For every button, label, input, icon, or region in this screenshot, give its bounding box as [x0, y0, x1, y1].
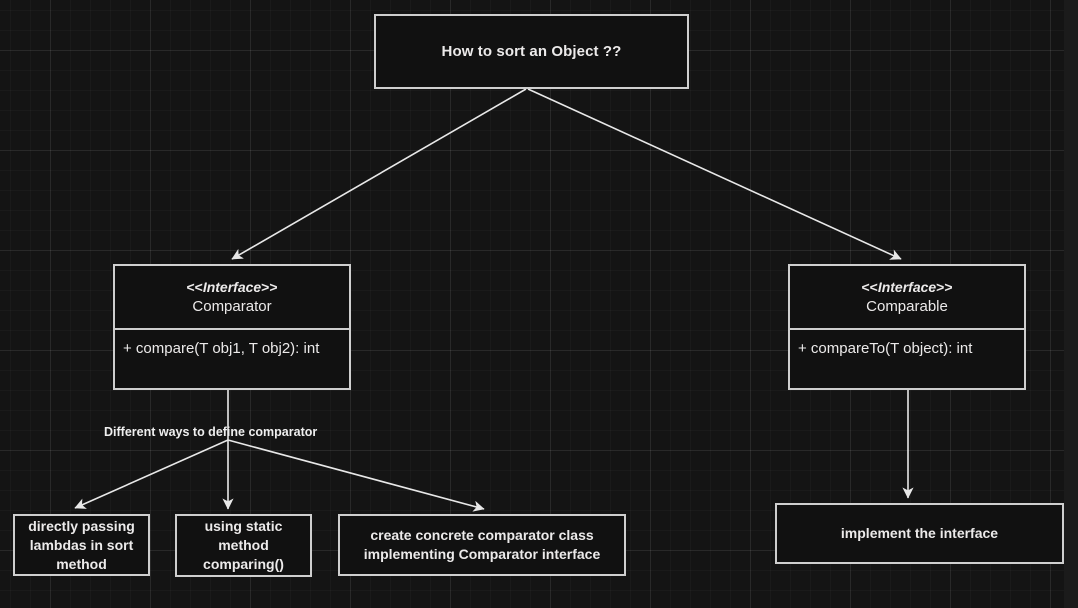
node-lambdas-label: directly passing lambdas in sort method	[28, 517, 135, 572]
node-using-static-method-comparing[interactable]: using static method comparing()	[175, 514, 312, 577]
comparator-methods: + compare(T obj1, T obj2): int	[115, 330, 349, 388]
node-implement-the-interface[interactable]: implement the interface	[775, 503, 1064, 564]
comparable-stereotype-open: <<	[861, 278, 878, 295]
node-concrete-label: create concrete comparator class impleme…	[363, 527, 601, 562]
comparator-method-compare: + compare(T obj1, T obj2): int	[123, 340, 320, 357]
comparable-header: <<Interface>> Comparable	[790, 266, 1024, 330]
node-comparable-interface[interactable]: <<Interface>> Comparable + compareTo(T o…	[788, 264, 1026, 390]
comparable-stereotype: <<Interface>>	[861, 278, 952, 297]
comparator-stereotype-word: Interface	[202, 278, 262, 295]
node-comparing-label: using static method comparing()	[203, 518, 284, 572]
comparator-name: Comparator	[192, 297, 272, 315]
comparator-stereotype-open: <<	[186, 278, 203, 295]
node-create-concrete-comparator-class[interactable]: create concrete comparator class impleme…	[338, 514, 626, 576]
comparable-stereotype-close: >>	[936, 278, 953, 295]
comparable-name: Comparable	[866, 297, 948, 315]
canvas-edge-strip	[1064, 0, 1078, 608]
node-implement-label: implement the interface	[840, 525, 999, 541]
comparator-stereotype: <<Interface>>	[186, 278, 277, 297]
comparable-method-compareto: + compareTo(T object): int	[798, 340, 973, 357]
node-root-label: How to sort an Object ??	[441, 43, 622, 60]
comparator-header: <<Interface>> Comparator	[115, 266, 349, 330]
comparable-methods: + compareTo(T object): int	[790, 330, 1024, 388]
comparator-stereotype-close: >>	[261, 278, 278, 295]
node-root-question[interactable]: How to sort an Object ??	[374, 14, 689, 89]
edge-label-different-ways: Different ways to define comparator	[104, 425, 318, 439]
comparable-stereotype-word: Interface	[877, 278, 937, 295]
node-comparator-interface[interactable]: <<Interface>> Comparator + compare(T obj…	[113, 264, 351, 390]
node-directly-passing-lambdas[interactable]: directly passing lambdas in sort method	[13, 514, 150, 576]
